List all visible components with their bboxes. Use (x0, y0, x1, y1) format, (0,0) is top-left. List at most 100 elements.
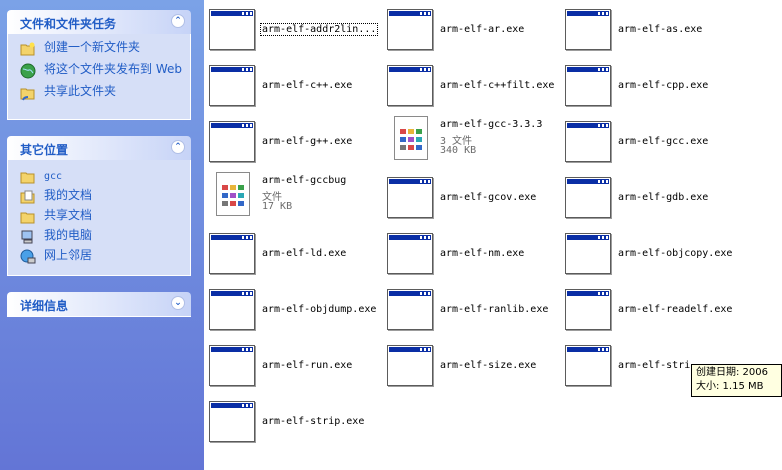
file-name: arm-elf-gcov.exe (440, 192, 537, 203)
panel-title: 其它位置 (20, 143, 69, 157)
details-header[interactable]: 详细信息 ⌄ (7, 292, 191, 317)
file-name: arm-elf-c++.exe (262, 80, 353, 91)
file-name: arm-elf-c++filt.exe (440, 80, 555, 91)
executable-icon (565, 289, 611, 330)
file-size: 340 KB (440, 145, 477, 156)
document-icon (216, 172, 250, 216)
file-list-pane[interactable]: arm-elf-addr2lin... arm-elf-ar.exe arm-elf… (204, 0, 782, 470)
place-label: 网上邻居 (44, 248, 93, 262)
file-name: arm-elf-ar.exe (440, 24, 525, 35)
other-places-panel: 其它位置 ⌃ gcc 我的文档 共享文档 我的电脑 网上邻居 (7, 136, 191, 276)
file-name: arm-elf-readelf.exe (618, 304, 733, 315)
document-icon (394, 116, 428, 160)
file-item[interactable]: arm-elf-ranlib.exe (382, 282, 560, 334)
file-item[interactable]: arm-elf-readelf.exe (560, 282, 738, 334)
executable-icon (209, 401, 255, 442)
panel-title: 文件和文件夹任务 (20, 17, 117, 31)
file-name: arm-elf-objcopy.exe (618, 248, 733, 259)
tooltip-created-date: 创建日期: 2006 (696, 367, 768, 378)
executable-icon (565, 345, 611, 386)
file-name: arm-elf-g++.exe (262, 136, 353, 147)
file-item[interactable]: arm-elf-nm.exe (382, 226, 560, 278)
task-new-folder[interactable]: 创建一个新文件夹 (20, 40, 190, 60)
file-item[interactable]: arm-elf-run.exe (204, 338, 382, 390)
file-name: arm-elf-strip.exe (262, 416, 365, 427)
file-name: arm-elf-gdb.exe (618, 192, 709, 203)
executable-icon (565, 9, 611, 50)
panel-body: gcc 我的文档 共享文档 我的电脑 网上邻居 (7, 160, 191, 276)
file-item[interactable]: arm-elf-g++.exe (204, 114, 382, 166)
file-name: arm-elf-ranlib.exe (440, 304, 549, 315)
place-gcc[interactable]: gcc (20, 168, 190, 186)
file-folder-tasks-panel: 文件和文件夹任务 ⌃ 创建一个新文件夹 将这个文件夹发布到 Web 共享此文件夹 (7, 10, 191, 120)
collapse-chevron-icon[interactable]: ⌃ (171, 14, 185, 28)
file-name: arm-elf-nm.exe (440, 248, 525, 259)
file-name: arm-elf-gcc.exe (618, 136, 709, 147)
file-item[interactable]: arm-elf-gcc.exe (560, 114, 738, 166)
task-pane: 文件和文件夹任务 ⌃ 创建一个新文件夹 将这个文件夹发布到 Web 共享此文件夹… (0, 0, 204, 470)
executable-icon (565, 65, 611, 106)
file-item[interactable]: arm-elf-strip.exe (204, 394, 382, 446)
file-item[interactable]: arm-elf-ld.exe (204, 226, 382, 278)
file-item[interactable]: arm-elf-stri (560, 338, 738, 390)
file-name: arm-elf-size.exe (440, 360, 537, 371)
new-folder-icon (20, 42, 35, 56)
file-item[interactable]: arm-elf-size.exe (382, 338, 560, 390)
file-name: arm-elf-objdump.exe (262, 304, 377, 315)
executable-icon (387, 9, 433, 50)
file-name: arm-elf-gcc-3.3.3 (440, 119, 543, 130)
file-name: arm-elf-stri (618, 360, 691, 371)
file-tooltip: 创建日期: 2006 大小: 1.15 MB (691, 364, 782, 397)
executable-icon (387, 345, 433, 386)
publish-web-icon (20, 63, 36, 79)
other-places-header[interactable]: 其它位置 ⌃ (7, 136, 191, 160)
file-item[interactable]: arm-elf-gdb.exe (560, 170, 738, 222)
panel-title: 详细信息 (20, 299, 69, 313)
executable-icon (565, 177, 611, 218)
file-item[interactable]: arm-elf-c++filt.exe (382, 58, 560, 110)
file-name: arm-elf-run.exe (262, 360, 353, 371)
file-type: 3 文件 (440, 136, 473, 147)
executable-icon (209, 9, 255, 50)
collapse-chevron-icon[interactable]: ⌃ (171, 140, 185, 154)
executable-icon (209, 121, 255, 162)
file-name: arm-elf-cpp.exe (618, 80, 709, 91)
executable-icon (387, 289, 433, 330)
task-label: 创建一个新文件夹 (44, 40, 141, 54)
file-item[interactable]: arm-elf-gcov.exe (382, 170, 560, 222)
details-panel: 详细信息 ⌄ (7, 292, 191, 317)
place-shared-documents[interactable]: 共享文档 (20, 208, 190, 226)
file-name: arm-elf-gccbug (262, 175, 347, 186)
tooltip-size: 大小: 1.15 MB (696, 381, 764, 392)
my-computer-icon (21, 230, 33, 244)
file-type: 文件 (262, 192, 282, 203)
place-label: 我的文档 (44, 188, 93, 202)
task-share-folder[interactable]: 共享此文件夹 (20, 84, 190, 104)
shared-documents-icon (20, 212, 35, 224)
expand-chevron-icon[interactable]: ⌄ (171, 296, 185, 310)
file-item[interactable]: arm-elf-objdump.exe (204, 282, 382, 334)
file-item[interactable]: arm-elf-c++.exe (204, 58, 382, 110)
executable-icon (209, 65, 255, 106)
file-item[interactable]: arm-elf-addr2lin... (204, 2, 382, 54)
place-my-documents[interactable]: 我的文档 (20, 188, 190, 206)
task-publish-web[interactable]: 将这个文件夹发布到 Web (20, 62, 190, 82)
executable-icon (209, 345, 255, 386)
executable-icon (387, 177, 433, 218)
file-name: arm-elf-addr2lin... (260, 23, 379, 36)
file-item[interactable]: arm-elf-cpp.exe (560, 58, 738, 110)
place-network-places[interactable]: 网上邻居 (20, 248, 190, 266)
executable-icon (565, 233, 611, 274)
file-item[interactable]: arm-elf-objcopy.exe (560, 226, 738, 278)
file-folder-tasks-header[interactable]: 文件和文件夹任务 ⌃ (7, 10, 191, 34)
network-places-icon (20, 249, 36, 264)
file-item[interactable]: arm-elf-ar.exe (382, 2, 560, 54)
file-item[interactable]: arm-elf-as.exe (560, 2, 738, 54)
task-label: 共享此文件夹 (44, 84, 117, 98)
executable-icon (387, 233, 433, 274)
place-label: 我的电脑 (44, 228, 93, 242)
executable-icon (209, 233, 255, 274)
place-my-computer[interactable]: 我的电脑 (20, 228, 190, 246)
